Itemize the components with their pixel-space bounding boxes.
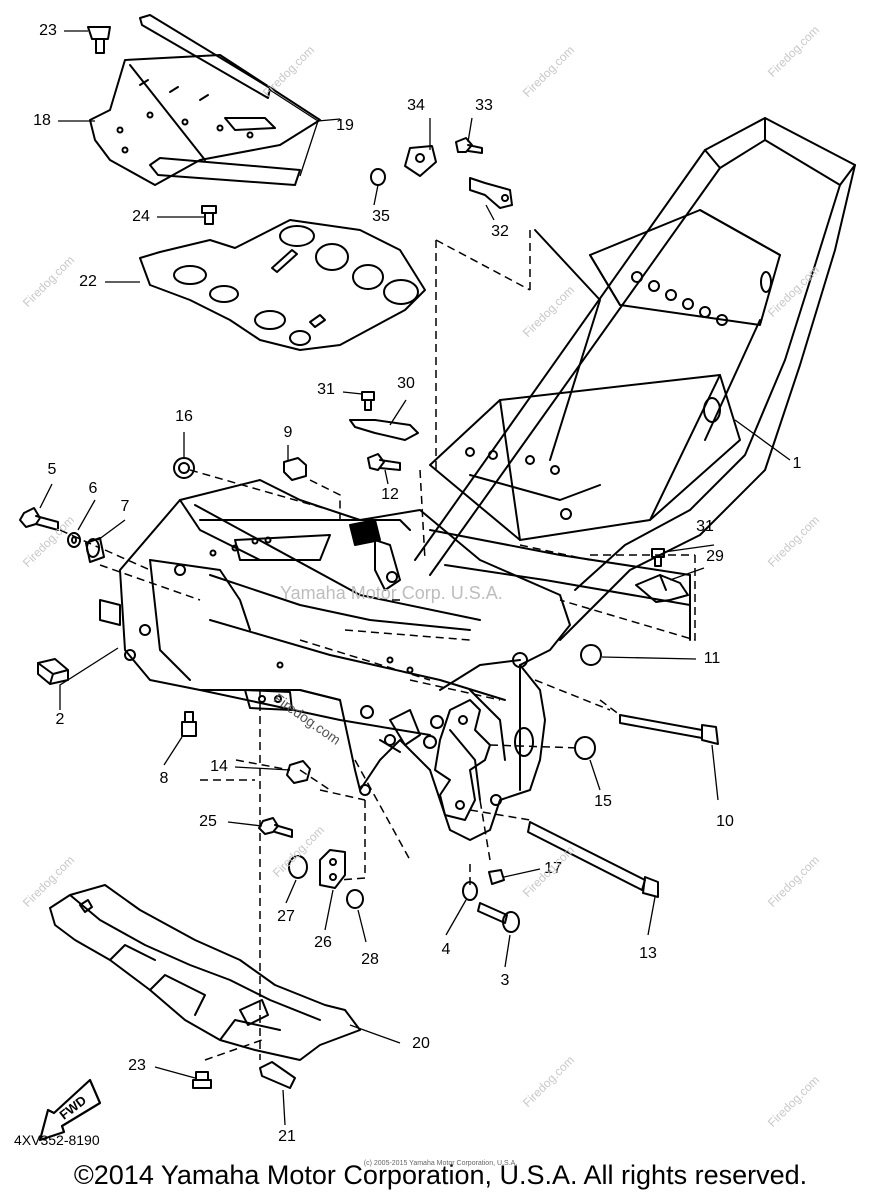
- part-label-26: 26: [314, 934, 332, 951]
- part-label-31-lower: 31: [696, 518, 714, 535]
- part-label-20: 20: [412, 1035, 430, 1052]
- part-label-34: 34: [407, 97, 425, 114]
- part-label-5: 5: [47, 461, 57, 478]
- part-label-33: 33: [475, 97, 493, 114]
- part-label-17: 17: [544, 860, 562, 877]
- part-23-screw-upper: [87, 26, 111, 54]
- part-label-14: 14: [210, 758, 228, 775]
- part-label-35: 35: [372, 208, 390, 225]
- part-label-27: 27: [277, 908, 295, 925]
- part-label-18: 18: [33, 112, 51, 129]
- part-21-strip: [259, 1061, 296, 1089]
- part-8-bolt: [181, 711, 197, 737]
- part-9-nut: [283, 457, 307, 481]
- part-33-bolt: [455, 137, 483, 154]
- part-label-22: 22: [79, 273, 97, 290]
- small-copyright: (c) 2005-2015 Yamaha Motor Corporation, …: [363, 1160, 518, 1167]
- part-15-cap: [574, 736, 596, 760]
- center-watermark: Yamaha Motor Corp. U.S.A.: [280, 583, 503, 603]
- part-7-collar: [85, 537, 105, 563]
- part-25-bolt: [258, 817, 293, 838]
- part-16-bushing: [173, 457, 195, 479]
- part-label-16: 16: [175, 408, 193, 425]
- part-2-rubber-block: [37, 658, 69, 685]
- part-label-30: 30: [397, 375, 415, 392]
- part-30-bracket: [349, 419, 419, 441]
- part-17-cap: [488, 869, 505, 885]
- part-label-12: 12: [381, 486, 399, 503]
- part-label-23-upper: 23: [39, 22, 57, 39]
- part-5-bolt: [19, 507, 59, 531]
- copyright-footer: ©2014 Yamaha Motor Corporation, U.S.A. A…: [73, 1160, 808, 1190]
- part-label-4: 4: [441, 941, 451, 958]
- part-label-31-upper: 31: [317, 381, 335, 398]
- part-label-3: 3: [500, 972, 510, 989]
- part-label-21: 21: [278, 1128, 296, 1145]
- part-label-9: 9: [283, 424, 293, 441]
- main-frame: [99, 479, 571, 841]
- part-14-nut: [286, 760, 311, 784]
- fwd-arrow-icon: [38, 1078, 102, 1142]
- part-18-heat-shield: [89, 54, 321, 186]
- part-3-bolt: [477, 902, 520, 933]
- part-12-bolt: [367, 453, 401, 471]
- part-20-under-cover: [49, 884, 361, 1061]
- part-32-bracket: [469, 177, 513, 209]
- part-label-24: 24: [132, 208, 150, 225]
- part-label-6: 6: [88, 480, 98, 497]
- part-label-15: 15: [594, 793, 612, 810]
- part-28-bushing: [346, 889, 364, 909]
- part-label-2: 2: [55, 711, 65, 728]
- part-19-strip-upper: [139, 14, 271, 99]
- part-label-1: 1: [792, 455, 802, 472]
- part-34-damper: [404, 145, 437, 177]
- part-label-23-lower: 23: [128, 1057, 146, 1074]
- part-label-28: 28: [361, 951, 379, 968]
- part-label-29: 29: [706, 548, 724, 565]
- part-label-8: 8: [159, 770, 169, 787]
- part-22-shield: [139, 219, 426, 351]
- part-13-long-bolt: [527, 821, 659, 898]
- engine-mount-bracket: [434, 699, 491, 821]
- part-27-nut: [288, 855, 308, 879]
- part-label-19: 19: [336, 117, 354, 134]
- part-label-25: 25: [199, 813, 217, 830]
- part-31-screw-lower: [651, 548, 665, 567]
- part-23-screw-lower: [192, 1071, 212, 1089]
- part-label-7: 7: [120, 498, 130, 515]
- part-label-10: 10: [716, 813, 734, 830]
- part-label-13: 13: [639, 945, 657, 962]
- part-31-screw-upper: [361, 391, 375, 411]
- diagram-code: 4XV352-8190: [14, 1132, 100, 1148]
- part-19-strip-lower: [149, 157, 301, 186]
- part-label-32: 32: [491, 223, 509, 240]
- part-label-11: 11: [703, 650, 721, 667]
- rear-subframe: [414, 117, 856, 641]
- part-29-bracket: [635, 574, 689, 603]
- part-35-bushing: [370, 168, 386, 186]
- part-10-long-bolt: [619, 714, 719, 745]
- part-26-bracket: [319, 849, 346, 889]
- part-6-washer: [67, 532, 81, 548]
- part-11-nut: [580, 644, 602, 666]
- part-24-screw: [201, 205, 217, 225]
